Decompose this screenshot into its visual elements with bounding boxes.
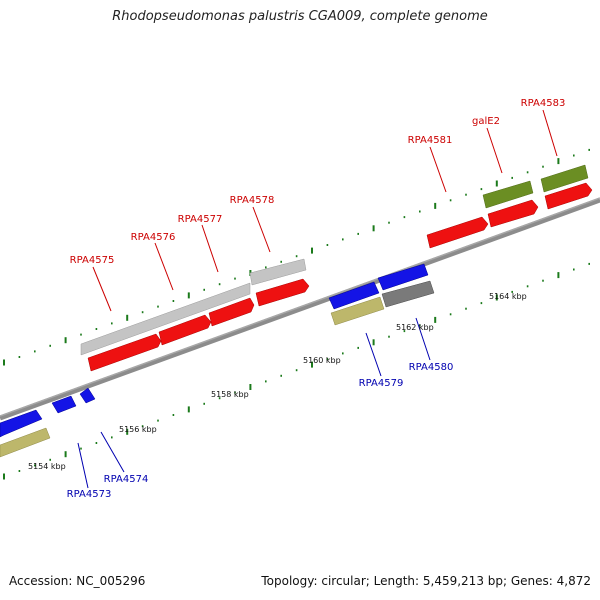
gene-label-rpa4573: RPA4573 [67,489,112,500]
cds-rpa4580 [377,263,429,291]
cds-rpa4573 [0,409,43,438]
cds-rpa4575 [87,333,162,372]
scale-labels: 5154 kbp 5156 kbp 5158 kbp 5160 kbp 5162… [28,292,527,471]
gene-label-rpa4579: RPA4579 [359,378,404,389]
feature-bar-khaki-1 [0,427,51,458]
cds-gale2 [487,199,539,228]
cds-rpa4578 [255,278,310,307]
gene-label-rpa4583: RPA4583 [521,98,566,109]
scale-ticks-forward [3,148,591,366]
genome-stats: Topology: circular; Length: 5,459,213 bp… [261,574,591,588]
scale-label-5164: 5164 kbp [489,292,527,301]
gene-label-rpa4576: RPA4576 [131,232,176,243]
gene-label-gale2: galE2 [472,116,500,127]
forward-cds-track [87,182,593,372]
reverse-gene-labels: RPA4573 RPA4574 RPA4579 RPA4580 [67,362,454,500]
feature-bar-olive-1 [482,180,534,209]
gene-label-rpa4574: RPA4574 [104,474,149,485]
feature-bar-gray-2 [249,258,307,286]
scale-label-5160: 5160 kbp [303,356,341,365]
reverse-cds-track [0,263,429,438]
gene-label-leaders [77,109,558,489]
cds-rpa4576 [158,314,212,346]
accession-label: Accession: NC_005296 [9,574,146,588]
scale-label-5154: 5154 kbp [28,462,66,471]
scale-label-5156: 5156 kbp [119,425,157,434]
scale-label-5162: 5162 kbp [396,323,434,332]
cds-rpa4574-b [79,387,96,404]
feature-bar-olive-2 [540,164,589,193]
feature-track-olive [482,164,589,209]
feature-bar-gray-1 [80,282,251,356]
scale-ticks-reverse [3,262,591,480]
genome-backbone [0,197,600,421]
gene-label-rpa4580: RPA4580 [409,362,454,373]
feature-track-gray [80,258,307,356]
gene-label-rpa4577: RPA4577 [178,214,223,225]
cds-rpa4581 [426,216,489,249]
gene-label-rpa4575: RPA4575 [70,255,115,266]
feature-bar-dark-gray [381,280,435,308]
cds-rpa4583 [544,182,593,210]
cds-rpa4574-a [51,395,77,414]
gene-label-rpa4578: RPA4578 [230,195,275,206]
scale-label-5158: 5158 kbp [211,390,249,399]
forward-gene-labels: RPA4575 RPA4576 RPA4577 RPA4578 RPA4581 … [70,98,566,266]
cds-rpa4577 [208,297,255,327]
gene-label-rpa4581: RPA4581 [408,135,453,146]
feature-track-khaki [0,296,385,458]
map-title: Rhodopseudomonas palustris CGA009, compl… [112,9,488,24]
cds-rpa4579 [328,281,380,310]
feature-bar-khaki-2 [330,296,385,326]
